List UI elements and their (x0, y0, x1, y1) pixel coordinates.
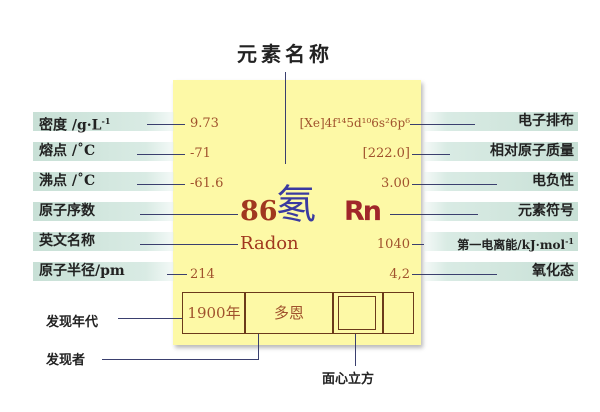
connector-line (118, 318, 182, 319)
discoverer-cell: 多恩 (244, 292, 334, 334)
atomic-radius-label: 原子半径/pm (33, 262, 174, 281)
discovery-year-cell: 1900年 (182, 292, 246, 334)
boiling-point-value: -61.6 (190, 176, 224, 191)
connector-line (355, 334, 356, 366)
electron-config-value: [Xe]4f¹⁴5d¹⁰6s²6p⁶ (299, 116, 410, 130)
connector-line (410, 124, 475, 125)
connector-line (167, 274, 187, 275)
melting-point-label: 熔点 /˚C (33, 142, 174, 161)
element-symbol-value: Rn (344, 196, 382, 227)
atomic-number-value: 86 (240, 196, 278, 227)
connector-line (140, 244, 238, 245)
connector-line (102, 359, 259, 360)
crystal-structure-label: 面心立方 (322, 372, 375, 387)
element-symbol-label: 元素符号 (424, 202, 578, 221)
oxidation-state-value: 4,2 (389, 267, 410, 282)
electron-config-label: 电子排布 (424, 112, 578, 131)
electronegativity-value: 3.00 (381, 176, 410, 191)
element-chinese-name: 氡 (276, 182, 316, 228)
element-card (173, 80, 421, 345)
empty-cell (382, 292, 414, 334)
connector-line (147, 124, 185, 125)
oxidation-state-label: 氧化态 (424, 262, 578, 281)
atomic-mass-value: [222.0] (362, 146, 410, 161)
english-name-value: Radon (240, 233, 299, 254)
connector-line (285, 72, 286, 164)
atomic-radius-value: 214 (190, 267, 215, 282)
atomic-mass-label: 相对原子质量 (424, 142, 578, 161)
connector-line (412, 154, 450, 155)
english-name-label: 英文名称 (33, 232, 174, 251)
connector-line (412, 274, 497, 275)
connector-line (140, 214, 238, 215)
discoverer-label: 发现者 (46, 353, 86, 368)
ionization-energy-label: 第一电离能/kJ·mol-1 (424, 232, 578, 252)
crystal-structure-cell (332, 292, 384, 334)
density-value: 9.73 (190, 116, 219, 131)
connector-line (137, 184, 185, 185)
ionization-energy-value: 1040 (376, 237, 410, 252)
connector-line (412, 244, 424, 245)
melting-point-value: -71 (190, 146, 211, 161)
electronegativity-label: 电负性 (424, 172, 578, 191)
density-label: 密度 /g·L-1 (33, 112, 174, 134)
connector-line (137, 154, 185, 155)
cubic-structure-icon (338, 296, 376, 330)
connector-line (258, 334, 259, 359)
element-name-title: 元素名称 (237, 42, 333, 66)
boiling-point-label: 沸点 /˚C (33, 172, 174, 191)
discovery-year-label: 发现年代 (46, 315, 99, 330)
connector-line (412, 184, 497, 185)
connector-line (390, 214, 478, 215)
atomic-number-label: 原子序数 (33, 202, 174, 221)
